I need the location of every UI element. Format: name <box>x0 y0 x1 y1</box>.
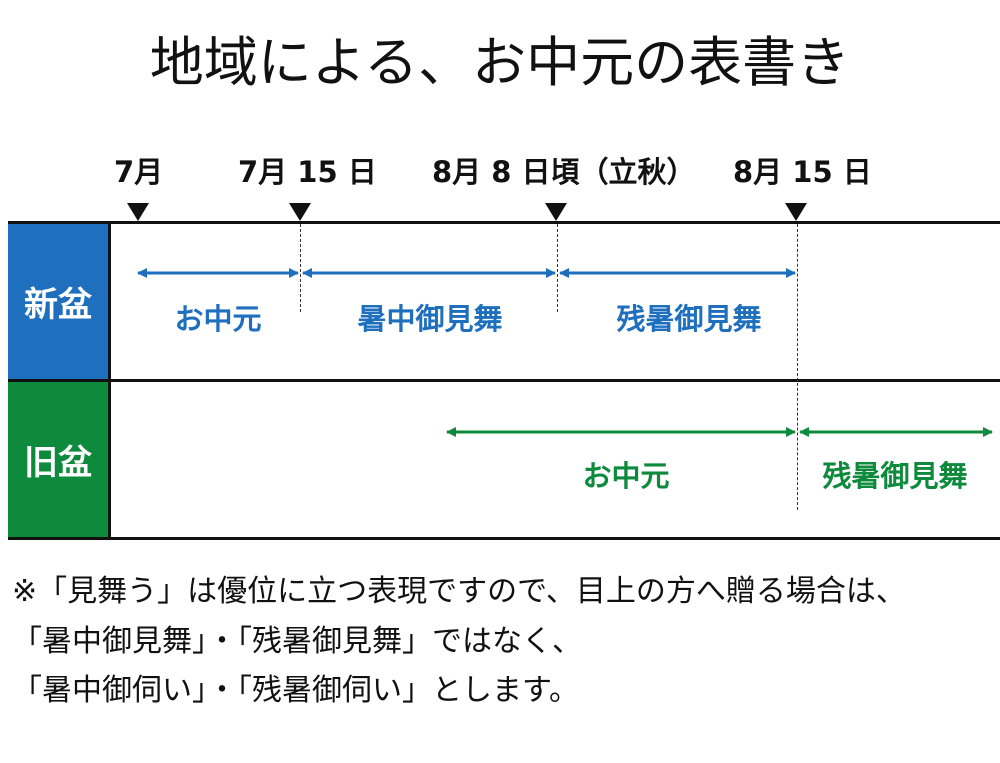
footnote-line-1: ※「見舞う」は優位に立つ表現ですので、目上の方へ贈る場合は、 <box>12 574 906 609</box>
table-bottom-border <box>8 537 1000 540</box>
date-label-jul: 7月 <box>114 155 164 189</box>
footnote-line-3: 「暑中御伺い」・「残暑御伺い」とします。 <box>12 673 579 708</box>
row-header-old-bon-label: 旧盆 <box>24 443 92 483</box>
marker-jul <box>127 203 149 221</box>
new-bon-period-shochu: 暑中御見舞 <box>357 302 503 336</box>
guide-line-aug8 <box>557 224 558 312</box>
date-label-jul15: 7月 15 日 <box>238 155 377 189</box>
marker-aug8 <box>545 203 567 221</box>
new-bon-period-ochugen: お中元 <box>174 302 262 336</box>
old-bon-period-zansho: 残暑御見舞 <box>822 459 968 493</box>
date-label-aug8: 8月 8 日頃（立秋） <box>432 155 696 189</box>
guide-line-aug15 <box>797 224 798 510</box>
marker-jul15 <box>289 203 311 221</box>
table-middle-border <box>8 379 1000 382</box>
footnote-line-2: 「暑中御見舞」・「残暑御見舞」ではなく、 <box>12 624 582 659</box>
marker-aug15 <box>785 203 807 221</box>
old-bon-period-ochugen: お中元 <box>582 459 670 493</box>
row-header-old-bon: 旧盆 <box>8 382 108 537</box>
row-header-new-bon-label: 新盆 <box>24 285 92 325</box>
date-label-aug15: 8月 15 日 <box>733 155 872 189</box>
diagram-title: 地域による、お中元の表書き <box>149 31 851 94</box>
new-bon-period-zansho: 残暑御見舞 <box>616 302 762 336</box>
table-top-border <box>8 221 1000 224</box>
row-header-new-bon: 新盆 <box>8 224 108 379</box>
guide-line-jul15 <box>300 224 301 312</box>
table-label-divider <box>108 221 111 540</box>
